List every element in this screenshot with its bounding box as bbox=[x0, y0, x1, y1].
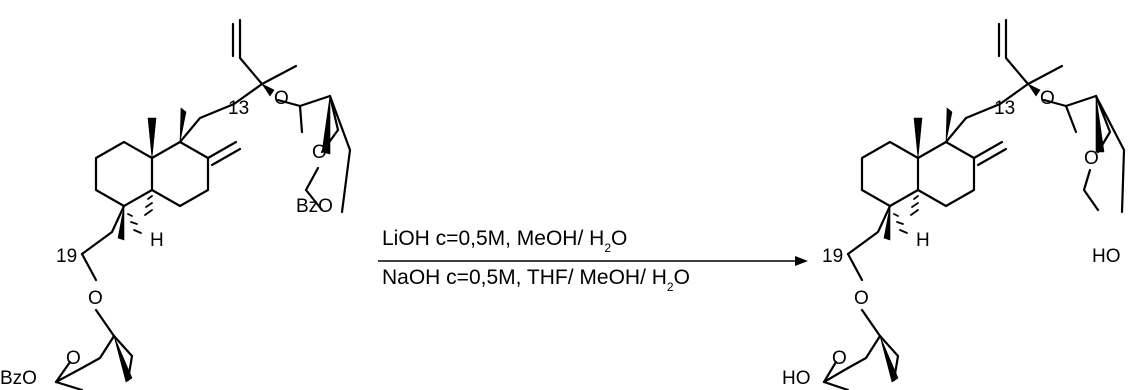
product-ho-bottom: HO bbox=[782, 368, 811, 389]
product-oxygen-ring-top: O bbox=[1084, 148, 1099, 169]
product-molecule: 13 O O HO H 19 O O HO bbox=[782, 18, 1126, 390]
condition-line-2: NaOH c=0,5M, THF/ MeOH/ H2O bbox=[382, 266, 690, 294]
reactant-oxygen-ring-top: O bbox=[312, 142, 327, 163]
reactant-bonds bbox=[54, 18, 352, 390]
reactant-h-label: H bbox=[150, 230, 164, 251]
reactant-molecule: 13 O O BzO H 19 O O BzO bbox=[0, 18, 352, 390]
product-bonds bbox=[822, 18, 1126, 390]
product-c13-label: 13 bbox=[994, 98, 1015, 119]
product-h-label: H bbox=[916, 230, 930, 251]
product-ho-top: HO bbox=[1092, 246, 1121, 267]
reactant-bzo-top: BzO bbox=[296, 196, 333, 217]
reactant-oxygen-ring-bottom: O bbox=[66, 348, 81, 369]
product-oxygen-side: O bbox=[1040, 88, 1055, 109]
reactant-c13-label: 13 bbox=[228, 98, 249, 119]
reactant-atom-labels: 13 O O BzO H 19 O O BzO bbox=[0, 88, 333, 389]
product-oxygen-c19: O bbox=[854, 288, 869, 309]
product-oxygen-ring-bottom: O bbox=[832, 348, 847, 369]
reactant-stereo bbox=[113, 83, 331, 383]
reaction-arrowhead bbox=[795, 256, 808, 266]
product-c19-label: 19 bbox=[822, 246, 843, 267]
reaction-conditions: LiOH c=0,5M, MeOH/ H2O NaOH c=0,5M, THF/… bbox=[378, 227, 808, 294]
condition-line-1: LiOH c=0,5M, MeOH/ H2O bbox=[382, 227, 627, 255]
reactant-oxygen-side: O bbox=[274, 88, 289, 109]
product-stereo bbox=[879, 83, 1105, 383]
product-atom-labels: 13 O O HO H 19 O O HO bbox=[782, 88, 1121, 389]
reactant-c19-label: 19 bbox=[56, 246, 77, 267]
reactant-bzo-bottom: BzO bbox=[0, 368, 37, 389]
reactant-oxygen-c19: O bbox=[88, 288, 103, 309]
